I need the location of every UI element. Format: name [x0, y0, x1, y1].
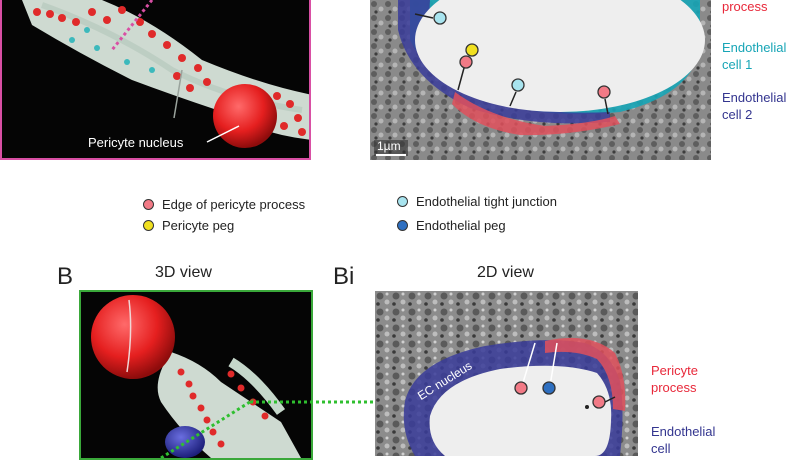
panel-b-pericyte-dots [177, 368, 269, 448]
legend-item-pericyte-peg: Pericyte peg [143, 218, 234, 233]
pericyte-process-label-a: process [722, 0, 768, 14]
endothelial-cell-1-label-line1: Endothelial [722, 40, 787, 55]
panel-b-3d-view [79, 290, 313, 460]
ec-nucleus-sphere [165, 426, 205, 458]
pericyte-nucleus-label: Pericyte nucleus [88, 135, 184, 150]
pericyte-edge-marker-icon [143, 199, 154, 210]
legend-label-tight-junction: Endothelial tight junction [416, 194, 557, 209]
panel-b-3d-render [81, 292, 311, 458]
panel-a-3d-render [2, 0, 309, 158]
legend-item-tight-junction: Endothelial tight junction [397, 194, 557, 209]
panel-bi-em-svg [375, 291, 638, 456]
panel-a-em-image: 1µm [370, 0, 711, 160]
pericyte-process-label-bi-line1: Pericyte [651, 363, 698, 378]
panel-b-pericyte-nucleus-sphere [91, 295, 175, 379]
endothelial-peg-marker-icon [397, 220, 408, 231]
legend-item-pericyte-edge: Edge of pericyte process [143, 197, 305, 212]
panel-bi-title: 2D view [477, 264, 534, 281]
pericyte-nucleus-sphere [213, 84, 277, 148]
panel-b-letter: B [57, 263, 74, 290]
panel-bi-letter: Bi [333, 263, 355, 290]
panel-a-3d-view: Pericyte nucleus [0, 0, 311, 160]
endothelial-cell-label-bi-line1: Endothelial [651, 424, 716, 439]
legend-label-pericyte-edge: Edge of pericyte process [162, 197, 306, 212]
legend-item-endothelial-peg: Endothelial peg [397, 218, 506, 233]
endothelial-cell-2-label-line2: cell 2 [722, 107, 753, 122]
panel-a-em-svg [370, 0, 711, 160]
panel-a-markers [414, 11, 611, 115]
panel-connector-line [250, 400, 380, 404]
pericyte-process-label-bi-line2: process [651, 380, 697, 395]
tight-junction-marker-icon [397, 196, 408, 207]
endothelial-cell-1-label-line2: cell 1 [722, 57, 753, 72]
pericyte-process-dots [33, 6, 306, 136]
pericyte-nucleus-pointer [206, 125, 240, 143]
endothelial-cell-label-bi: Endothelial cell [651, 423, 715, 457]
scale-bar-label: 1µm [377, 139, 401, 153]
pericyte-peg-marker-icon [143, 220, 154, 231]
panel-b-title: 3D view [155, 264, 212, 281]
panel-bi-markers [514, 342, 616, 409]
legend-label-pericyte-peg: Pericyte peg [162, 218, 235, 233]
pericyte-process-label-bi: Pericyte process [651, 362, 698, 396]
legend-label-endothelial-peg: Endothelial peg [416, 218, 506, 233]
endothelial-cell-2-label-line1: Endothelial [722, 90, 787, 105]
panel-bi-em-image: EC nucleus [375, 291, 638, 456]
endothelial-cell-label-bi-line2: cell [651, 441, 671, 456]
endothelial-cell-1-label: Endothelial cell 1 [722, 39, 786, 73]
endothelial-cell-2-label: Endothelial cell 2 [722, 89, 786, 123]
